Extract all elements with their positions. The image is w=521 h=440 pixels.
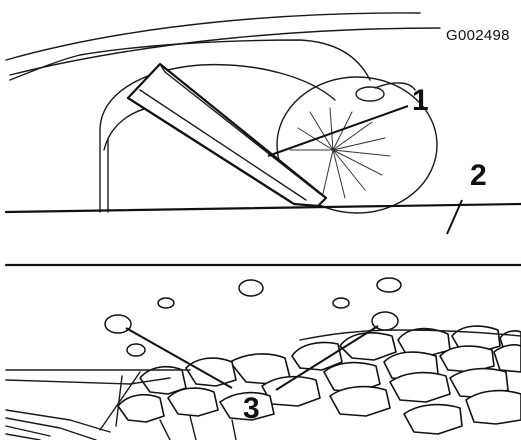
tire-tread (99, 325, 521, 440)
figure-id-code: G002498 (446, 27, 510, 44)
gauge-dial (276, 76, 438, 214)
callout-label-2: 2 (470, 159, 487, 192)
callout-leader-1 (267, 105, 409, 157)
body-panel-outline (5, 12, 441, 81)
mounting-bolts (104, 277, 402, 357)
ground-ridges (5, 369, 191, 440)
panel-lines (4, 202, 521, 267)
callout-label-1: 1 (412, 84, 429, 117)
rectangular-block (126, 62, 328, 208)
callout-leader-3b (275, 325, 379, 391)
callout-leader-2 (446, 199, 463, 235)
callout-label-3: 3 (243, 392, 260, 425)
callout-leader-3a (125, 327, 233, 389)
